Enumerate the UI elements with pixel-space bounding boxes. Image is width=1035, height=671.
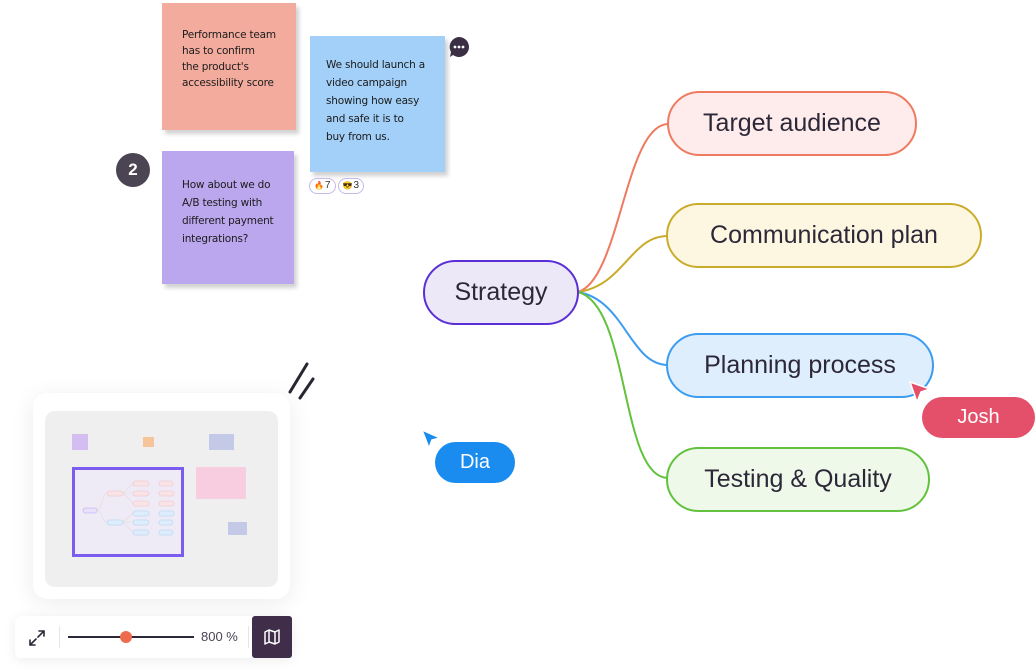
minimap-sticky (196, 467, 246, 499)
mindmap-node-communication-plan[interactable]: Communication plan (666, 203, 982, 268)
minimap-panel (33, 393, 290, 599)
minimap-mindmap-preview (82, 480, 175, 536)
sticky-note-text: Performance team has to confirm the prod… (182, 29, 276, 89)
sticky-note-video[interactable]: We should launch a video campaign showin… (310, 36, 445, 172)
zoom-slider-thumb[interactable] (119, 631, 132, 643)
fire-emoji-icon: 🔥 (314, 181, 324, 190)
toolbar-divider (59, 626, 60, 648)
cursor-label-josh: Josh (922, 397, 1035, 438)
node-label: Communication plan (710, 221, 938, 249)
mindmap-node-target-audience[interactable]: Target audience (667, 91, 917, 156)
reaction-fire[interactable]: 🔥 7 (309, 178, 336, 194)
node-label: Target audience (703, 109, 881, 137)
mindmap-node-planning-process[interactable]: Planning process (666, 333, 934, 398)
map-icon (264, 629, 280, 645)
minimap-canvas[interactable] (45, 411, 278, 587)
connector-testing-quality (577, 291, 669, 479)
mindmap-node-testing-quality[interactable]: Testing & Quality (666, 447, 930, 512)
zoom-slider[interactable] (68, 629, 194, 645)
minimap-viewport[interactable] (72, 467, 184, 557)
zoom-level-text: 800 % (201, 629, 238, 644)
map-toggle-button[interactable] (252, 616, 292, 658)
sticky-note-ab-testing[interactable]: How about we do A/B testing with differe… (162, 151, 294, 284)
comment-bubble-icon[interactable] (448, 36, 470, 58)
cursor-arrow-icon (420, 428, 443, 451)
mindmap-root-node[interactable]: Strategy (423, 260, 579, 325)
reaction-count: 7 (324, 180, 331, 191)
motion-lines-icon (288, 362, 315, 400)
node-label: Testing & Quality (704, 465, 892, 493)
comment-count-badge[interactable]: 2 (116, 153, 150, 187)
minimap-sticky (143, 437, 154, 447)
minimap-sticky (209, 434, 234, 450)
sticky-note-text: We should launch a video campaign showin… (326, 59, 425, 143)
connector-planning-process (577, 291, 669, 366)
minimap-sticky (72, 434, 88, 450)
reaction-sunglasses[interactable]: 😎 3 (337, 178, 365, 194)
reaction-count: 3 (353, 180, 360, 191)
fit-to-screen-icon[interactable] (28, 629, 46, 647)
node-label: Planning process (704, 351, 896, 379)
cursor-label-dia: Dia (435, 442, 515, 483)
sunglasses-emoji-icon: 😎 (342, 181, 353, 190)
connector-communication-plan (577, 235, 669, 293)
reactions: 🔥 7 😎 3 (309, 178, 365, 194)
node-label: Strategy (454, 278, 548, 306)
connector-target-audience (577, 123, 669, 293)
toolbar-divider (248, 626, 249, 648)
sticky-note-performance[interactable]: Performance team has to confirm the prod… (162, 3, 296, 130)
zoom-toolbar: 800 % (15, 616, 292, 658)
sticky-note-text: How about we do A/B testing with differe… (182, 179, 274, 245)
minimap-sticky (228, 522, 247, 535)
cursor-arrow-icon (908, 380, 933, 405)
